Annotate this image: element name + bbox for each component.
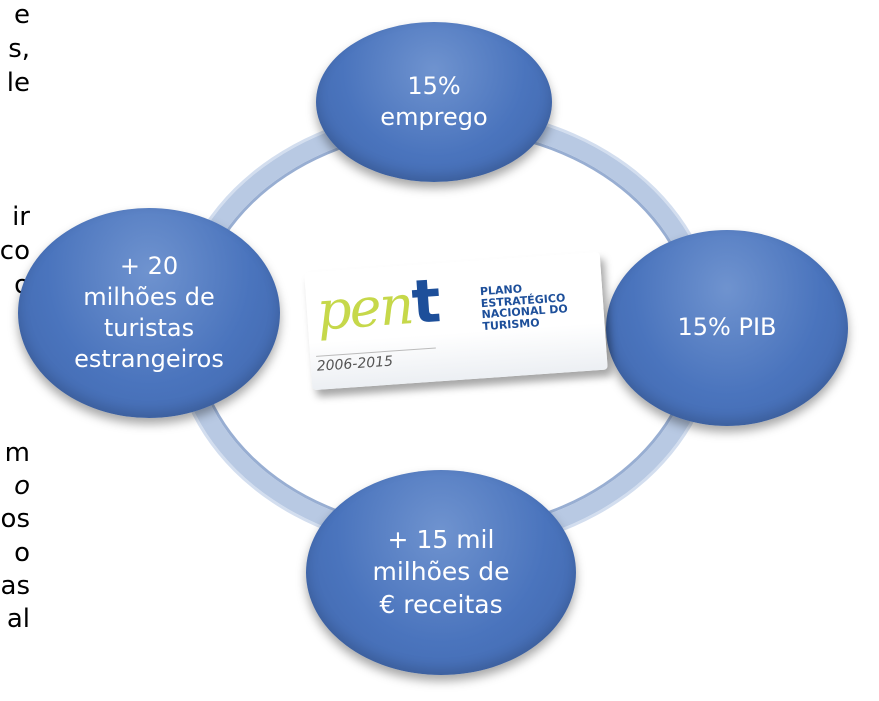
logo-subtitle: PLANO ESTRATÉGICO NACIONAL DO TURISMO [480,280,569,332]
node-emprego: 15% emprego [316,22,552,182]
logo-wordmark: pent [314,266,441,343]
text-fragment: os [0,504,30,534]
node-pib-label: 15% PIB [677,313,777,342]
text-fragment: e [14,0,30,30]
logo-word-pen: pen [314,273,415,343]
text-fragment: le [6,68,30,98]
text-fragment: m [4,438,30,468]
text-fragment: s, [8,34,30,64]
node-emprego-label: 15% emprego [380,71,488,131]
node-turistas-label: + 20 milhões de turistas estrangeiros [74,251,224,374]
logo-years: 2006-2015 [316,347,438,375]
text-fragment: o [14,538,30,568]
text-fragment: o [14,471,30,501]
text-fragment: al [6,604,30,634]
node-receitas-label: + 15 mil milhões de € receitas [372,524,510,619]
text-fragment: ir [12,202,30,232]
node-pib: 15% PIB [606,230,848,426]
logo-word-t: t [409,266,442,338]
text-fragment: co [0,236,30,266]
pent-logo: pent PLANO ESTRATÉGICO NACIONAL DO TURIS… [304,251,608,391]
node-turistas: + 20 milhões de turistas estrangeiros [18,208,280,418]
node-receitas: + 15 mil milhões de € receitas [306,470,576,675]
text-fragment: as [0,571,30,601]
